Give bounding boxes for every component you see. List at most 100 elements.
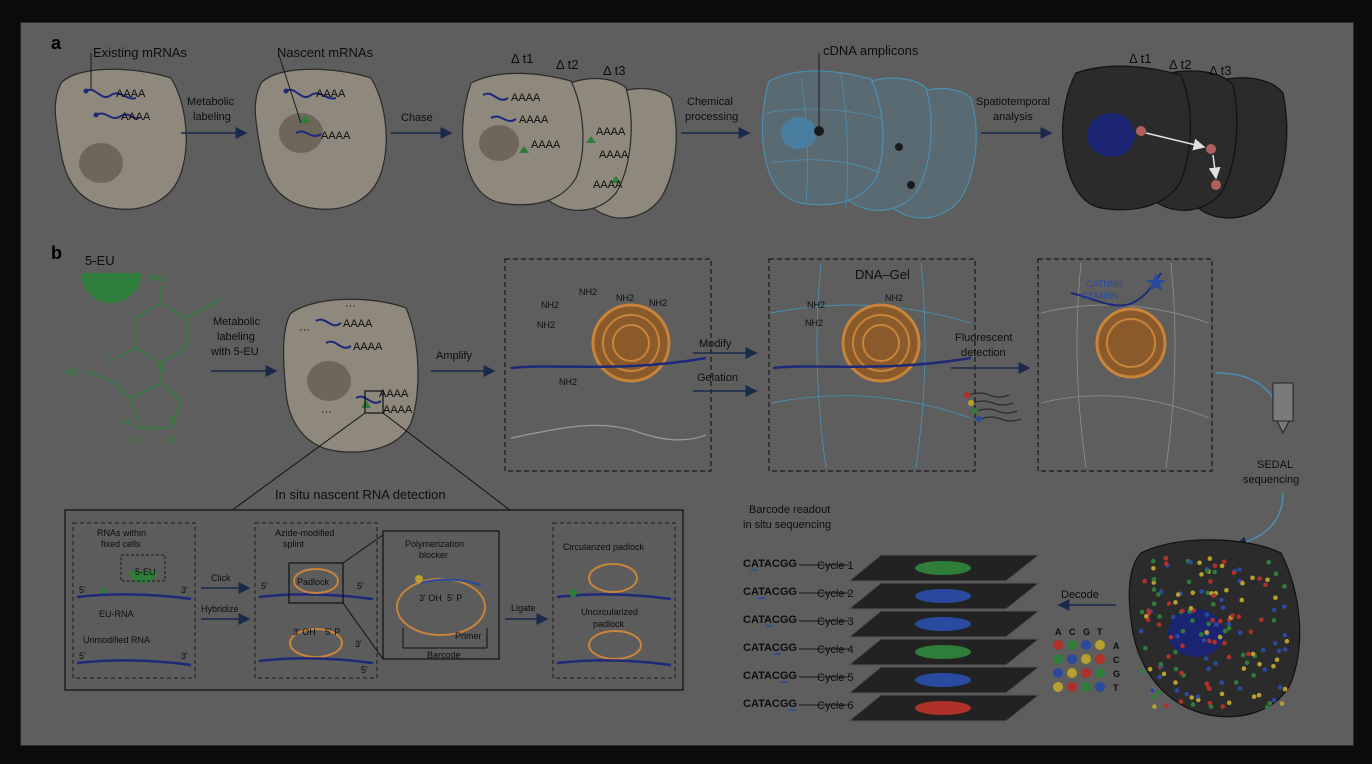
decoded-spot (1195, 694, 1200, 699)
dots: ··· (345, 300, 356, 312)
hybridize-label: Hybridize (201, 604, 239, 614)
chem-nh2: NH2 (149, 273, 167, 283)
unmod-rna-label: Unmodified RNA (83, 635, 150, 645)
cell-analysis-stack (1061, 65, 1288, 219)
cell-eu-labeled: AAAA AAAA AAAA AAAA ··· ··· ··· (282, 298, 419, 453)
barcode-sequence: CATACGG (743, 642, 797, 654)
polyA-label: AAAA (316, 88, 346, 100)
decoded-spot (1210, 617, 1215, 623)
decoded-spot (1259, 617, 1264, 623)
decoded-spot (1207, 700, 1213, 706)
decoded-spot (1236, 614, 1242, 619)
insitu-sub-zoom (382, 530, 500, 660)
decoded-spot (1152, 704, 1157, 709)
cycle-signal (915, 673, 971, 687)
decoded-spot (1264, 704, 1270, 710)
insitu-sub-circularized (552, 522, 676, 679)
polyA-label: AAAA (121, 111, 151, 123)
chemical-label-1: Chemical (687, 96, 733, 108)
decode-dot (1095, 682, 1105, 692)
decoded-spot (1267, 701, 1273, 706)
decoded-spot (1251, 694, 1257, 699)
delta-t3-label: Δ t3 (603, 63, 625, 78)
decoded-spot (1224, 588, 1229, 593)
chem-ho: HO (65, 367, 79, 377)
cdna-amplicons-label: cDNA amplicons (823, 43, 919, 58)
polym-label-1: Polymerization (405, 539, 464, 549)
delta-t1-label: Δ t1 (511, 51, 533, 66)
decoded-spot (1219, 691, 1225, 697)
decoded-spot (1256, 692, 1262, 698)
decoded-spot (1157, 614, 1162, 619)
decoded-spot (1171, 614, 1176, 620)
decoded-spot (1257, 576, 1262, 581)
decoded-spot (1163, 556, 1169, 561)
decoded-spot (1179, 670, 1184, 676)
decoded-spot (1237, 567, 1242, 572)
metabolic-label-2: labeling (193, 111, 231, 123)
decoded-spot (1260, 647, 1266, 653)
decoded-spot (1156, 592, 1161, 597)
uncirc-label-2: padlock (593, 619, 625, 629)
spatiotemporal-label-1: Spatiotemporal (976, 96, 1050, 108)
chem-oh-2: OH (167, 435, 181, 445)
decoded-spot (1144, 614, 1149, 619)
decode-base-row: T (1097, 627, 1103, 637)
decode-base-row: A (1055, 627, 1062, 637)
decoded-spot (1205, 590, 1211, 596)
decode-dot (1081, 654, 1091, 664)
nh2-label-4: NH2 (649, 298, 667, 308)
polym-label-2: blocker (419, 550, 448, 560)
decoded-spot (1189, 695, 1194, 700)
barcode-sequence: CATACGG (743, 698, 797, 710)
metab-eu-label-2: labeling (217, 331, 255, 343)
figure-svg: a AAAA AAAA Existing mRNAs Metabolic lab… (51, 33, 1301, 722)
fluorescent-box (1037, 258, 1213, 472)
sedal-label-1: SEDAL (1257, 459, 1293, 471)
figure-panel: a AAAA AAAA Existing mRNAs Metabolic lab… (20, 22, 1354, 746)
eu-molecule-icon (81, 273, 141, 303)
decoded-spot (1204, 612, 1210, 617)
fluor-label-2: detection (961, 347, 1006, 359)
decoded-spot (1282, 604, 1287, 609)
decoded-spot (1222, 640, 1227, 646)
uncirc-label-1: Uncircularized (581, 607, 638, 617)
decoded-spot (1204, 681, 1210, 687)
decoded-spot (1263, 582, 1268, 588)
decoded-spot (1266, 560, 1271, 565)
rnas-within-2: fixed cells (101, 539, 141, 549)
decoded-spot (1238, 630, 1243, 636)
cycle-signal (915, 645, 971, 659)
decoded-spot (1230, 613, 1235, 618)
padlock-label: Padlock (297, 577, 330, 587)
decode-dot (1067, 682, 1077, 692)
decoded-spot (1140, 669, 1145, 674)
chase-label: Chase (401, 112, 433, 124)
decoded-spot (1190, 590, 1196, 596)
seq1-label: CATNNN (1086, 279, 1123, 289)
cell-decoded-dots (1128, 539, 1301, 718)
decoded-spot (1206, 685, 1211, 690)
decoded-spot (1156, 622, 1162, 627)
decoded-spot (1150, 694, 1156, 700)
dna-gel-box (768, 258, 976, 472)
polyA-label: AAAA (599, 149, 629, 161)
decoded-spot (1164, 561, 1169, 566)
panel-a-letter: a (51, 33, 62, 53)
decoded-spot (1282, 584, 1287, 589)
chemical-label-2: processing (685, 111, 738, 123)
decoded-spot (1213, 661, 1218, 666)
nh2-label-5: NH2 (537, 320, 555, 330)
zoom-line-left (230, 412, 366, 512)
decoded-spot (1158, 662, 1164, 667)
decoded-spot (1240, 581, 1245, 586)
decoded-spot (1199, 589, 1204, 594)
decoded-spot (1214, 622, 1219, 627)
dna-gel-label: DNA–Gel (855, 267, 910, 282)
decoded-spot (1151, 587, 1157, 592)
cycle-label: Cycle 2 (817, 588, 854, 600)
decoded-spot (1151, 566, 1156, 571)
decoded-spot (1151, 580, 1157, 585)
decoded-spot (1276, 648, 1282, 654)
